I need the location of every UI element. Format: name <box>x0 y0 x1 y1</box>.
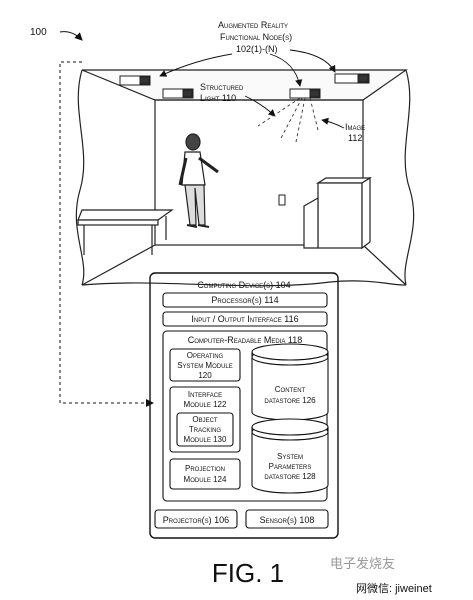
os-module-line1: Operating <box>187 351 224 360</box>
ref-number: 100 <box>30 27 47 38</box>
content-datastore <box>251 343 329 421</box>
image-label-line1: Image <box>345 122 365 132</box>
object-tracking-box <box>176 412 234 447</box>
structured-light-rays <box>257 97 319 143</box>
processor-box <box>162 292 328 308</box>
ar-node-1 <box>119 75 151 86</box>
interface-module-line1: Interface <box>188 390 222 399</box>
figure-caption: FIG. 1 <box>212 558 284 588</box>
back-wall <box>154 99 364 246</box>
projectors-box <box>154 509 238 529</box>
system-parameters-datastore <box>251 418 329 494</box>
ar-node-4 <box>334 73 370 84</box>
wall-switch <box>278 194 286 206</box>
right-wall-edge <box>404 69 415 286</box>
computing-device-outer <box>149 272 339 539</box>
projectors-label: Projector(s) 106 <box>163 515 229 525</box>
nodes-label-line3: 102(1)-(N) <box>236 44 278 54</box>
sensors-box <box>245 509 329 529</box>
sensors-label: Sensor(s) 108 <box>260 515 315 525</box>
computing-device-title: Computing Device(s) 104 <box>197 280 290 290</box>
structured-light-line1: Structured <box>200 82 244 92</box>
watermark: 电子发烧友 <box>330 556 395 571</box>
ar-node-3 <box>289 88 321 99</box>
io-box <box>162 311 328 327</box>
io-label: Input / Output Interface 116 <box>191 314 298 324</box>
cabinet <box>303 176 373 250</box>
projection-module-line1: Projection <box>185 464 225 473</box>
os-module-line3: 120 <box>198 371 212 380</box>
crm-label: Computer-Readable Media 118 <box>188 335 303 345</box>
os-module-line2: System Module <box>177 361 233 370</box>
crm-box <box>162 330 328 502</box>
projection-module-line2: Module 124 <box>184 475 227 484</box>
watermark-sub: 网微信: jiweinet <box>356 581 432 595</box>
interface-module-box <box>169 386 241 453</box>
structured-light-line2: Light 110 <box>200 93 236 103</box>
content-datastore-line1: Content <box>275 385 306 394</box>
left-wall-edge <box>75 69 85 286</box>
nodes-label-line1: Augmented Reality <box>218 20 288 30</box>
object-tracking-line3: Module 130 <box>184 435 227 444</box>
computing-device: Computing Device(s) 104 Processor(s) 114… <box>149 272 339 539</box>
ar-node-2 <box>162 88 194 99</box>
object-tracking-line2: Tracking <box>189 425 222 434</box>
image-label-line2: 112 <box>348 133 362 143</box>
ar-nodes <box>119 73 370 99</box>
os-module-box <box>169 348 241 382</box>
processor-label: Processor(s) 114 <box>211 295 278 305</box>
object-tracking-line1: Object <box>192 415 218 424</box>
ref-arrow <box>59 31 83 41</box>
interface-module-line2: Module 122 <box>184 400 227 409</box>
person-figure <box>178 133 219 228</box>
system-params-line1: System <box>277 452 303 461</box>
nodes-label-line2: Functional Node(s) <box>220 32 292 42</box>
system-params-line3: datastore 128 <box>264 472 316 481</box>
projection-module-box <box>169 458 241 490</box>
content-datastore-line2: datastore 126 <box>264 396 316 405</box>
room-computing-connector <box>59 61 154 407</box>
table <box>77 209 174 255</box>
system-params-line2: Parameters <box>269 462 312 471</box>
